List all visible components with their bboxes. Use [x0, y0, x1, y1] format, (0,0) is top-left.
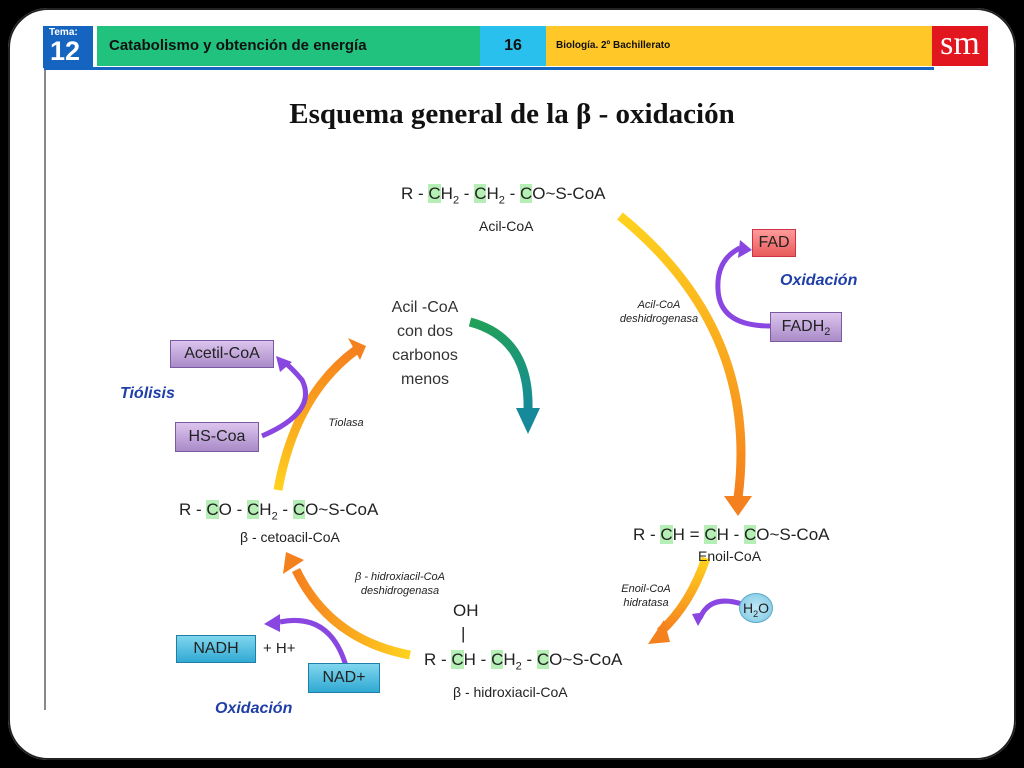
formula-h: H	[440, 184, 453, 203]
arrow-hscoa-to-acetil	[261, 360, 309, 439]
arrow-enoil-to-hidroxi	[656, 556, 711, 636]
nad-plus-box: NAD+	[308, 663, 380, 693]
enzyme-line: β - hidroxiacil-CoA	[354, 571, 446, 583]
center-line-1: Acil -CoA	[391, 299, 459, 316]
header-divider	[44, 67, 934, 70]
subscript: 2	[498, 194, 505, 207]
hidroxiacil-coa-formula: R - CH - CH2 - CO~S-CoA	[424, 650, 623, 673]
fad-box: FAD	[752, 229, 796, 257]
h2o-h: H	[742, 600, 754, 616]
publisher-logo: sm	[932, 26, 988, 66]
formula-tail: O~S-CoA	[532, 184, 606, 203]
fadh2-subscript: 2	[824, 326, 831, 339]
enzyme-hidroxiacil-deshidrogenasa: β - hidroxiacil-CoA deshidrogenasa	[330, 570, 470, 598]
enzyme-line: deshidrogenasa	[619, 313, 699, 325]
h2o-o: O	[758, 600, 770, 616]
arrow-hidroxi-to-ceto	[291, 568, 411, 660]
hidroxi-bond: |	[461, 624, 466, 643]
enoil-coa-name: Enoil-CoA	[698, 548, 762, 564]
acil-coa-name: Acil-CoA	[479, 218, 534, 234]
subscript: 2	[452, 194, 460, 207]
hidroxi-oh: OH	[453, 601, 479, 620]
center-line-3: carbonos	[392, 347, 458, 364]
hidroxiacil-coa-name: β - hidroxiacil-CoA	[453, 684, 568, 700]
acil-coa-formula: R - CH2 - CH2 - CO~S-CoA	[401, 184, 606, 206]
arrowhead-enoil	[724, 496, 752, 516]
carbon-highlight: C	[428, 184, 441, 203]
fadh2-box: FADH2	[770, 312, 842, 342]
tema-label: Tema:	[49, 27, 78, 38]
arrow-h2o-in	[697, 598, 743, 620]
formula-bond: -	[504, 184, 520, 203]
arrow-fadh2-to-fad	[715, 245, 771, 329]
center-line-2: con dos	[396, 323, 454, 340]
enzyme-acil-deshidrogenasa: Acil-CoA deshidrogenasa	[604, 298, 714, 326]
cetoacil-coa-name: β - cetoacil-CoA	[240, 529, 340, 545]
enzyme-enoil-hidratasa: Enoil-CoA hidratasa	[604, 582, 688, 610]
cetoacil-coa-formula: R - CO - CH2 - CO~S-CoA	[179, 500, 379, 523]
hs-coa-box: HS-Coa	[175, 422, 259, 452]
formula-bond: -	[459, 184, 475, 203]
center-arrowhead	[516, 408, 540, 434]
page-number: 16	[480, 26, 546, 66]
arrowhead-fad	[738, 240, 752, 258]
process-oxidacion-bottom: Oxidación	[215, 700, 293, 717]
enzyme-line: hidratasa	[623, 597, 669, 609]
enzyme-line: Enoil-CoA	[621, 583, 671, 595]
formula-r: R -	[401, 184, 429, 203]
acetil-coa-box: Acetil-CoA	[170, 340, 274, 368]
enzyme-tiolasa: Tiolasa	[328, 417, 364, 429]
process-oxidacion-top: Oxidación	[780, 272, 858, 289]
center-arrow	[468, 317, 533, 411]
arrowhead-hidroxi	[648, 620, 670, 644]
subject-label: Biología. 2º Bachillerato	[546, 26, 932, 66]
carbon-highlight: C	[519, 184, 533, 203]
enoil-coa-formula: R - CH = CH - CO~S-CoA	[633, 525, 830, 544]
h-plus-label: + H+	[263, 640, 296, 657]
arrowhead-h2o	[692, 612, 706, 626]
nadh-box: NADH	[176, 635, 256, 663]
page-title: Esquema general de la β - oxidación	[289, 98, 735, 130]
arrowhead-nadh	[264, 614, 280, 632]
carbon-highlight: C	[474, 184, 487, 203]
tema-badge: Tema: 12	[43, 26, 93, 68]
enzyme-line: Acil-CoA	[637, 299, 681, 311]
h2o-circle: H2O	[739, 593, 773, 623]
arrow-ceto-to-acil	[273, 346, 359, 491]
fadh2-label: FADH	[781, 318, 825, 335]
arrowhead-acil	[348, 338, 366, 360]
formula-h: H	[486, 184, 499, 203]
center-line-4: menos	[400, 371, 450, 388]
arrow-acil-to-enoil	[617, 212, 746, 499]
arrow-nad-to-nadh	[279, 618, 349, 667]
process-tiolisis: Tiólisis	[120, 385, 175, 402]
center-label: Acil -CoA con dos carbonos menos	[360, 296, 490, 392]
side-divider	[44, 70, 46, 710]
tema-number: 12	[50, 36, 81, 66]
arrowhead-acetil	[276, 356, 292, 372]
h2o-subscript: 2	[753, 608, 759, 619]
enzyme-line: deshidrogenasa	[360, 585, 440, 597]
arrowhead-ceto	[283, 552, 304, 574]
header-title: Catabolismo y obtención de energía	[97, 26, 480, 66]
slide	[8, 8, 1016, 760]
